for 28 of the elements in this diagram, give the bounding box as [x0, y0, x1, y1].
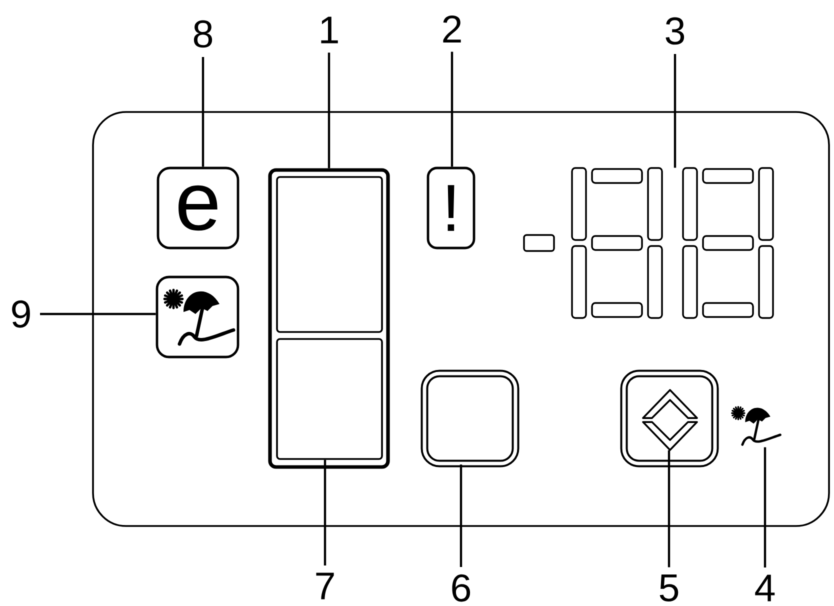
display-window: [276, 176, 383, 333]
callout-number: 2: [443, 16, 461, 42]
callout-number: 9: [12, 300, 30, 328]
warning-indicator: !: [426, 166, 476, 250]
leader-line: [460, 464, 462, 568]
callout-number: 4: [755, 574, 775, 602]
button: [620, 370, 719, 468]
control-panel: [92, 111, 830, 527]
display-frame: [268, 168, 390, 469]
callout-number: 8: [194, 20, 212, 48]
beach-umbrella-icon: [731, 406, 782, 446]
button: e: [156, 166, 240, 250]
leader-line: [764, 447, 766, 568]
callout-number: 1: [321, 16, 338, 44]
display-window: [276, 338, 383, 460]
callout-number: 5: [660, 574, 678, 602]
leader-line: [668, 450, 670, 568]
callout-number: 3: [666, 17, 684, 45]
callout-number: 7: [316, 572, 334, 600]
leader-line: [328, 52, 330, 168]
leader-line: [674, 54, 676, 168]
leader-line: [202, 56, 204, 167]
button: [420, 370, 520, 468]
leader-line: [324, 460, 326, 566]
leader-line: [40, 312, 156, 316]
callout-number: 6: [452, 574, 470, 602]
up-down-arrow-icon: [642, 389, 698, 451]
leader-line: [450, 52, 454, 167]
